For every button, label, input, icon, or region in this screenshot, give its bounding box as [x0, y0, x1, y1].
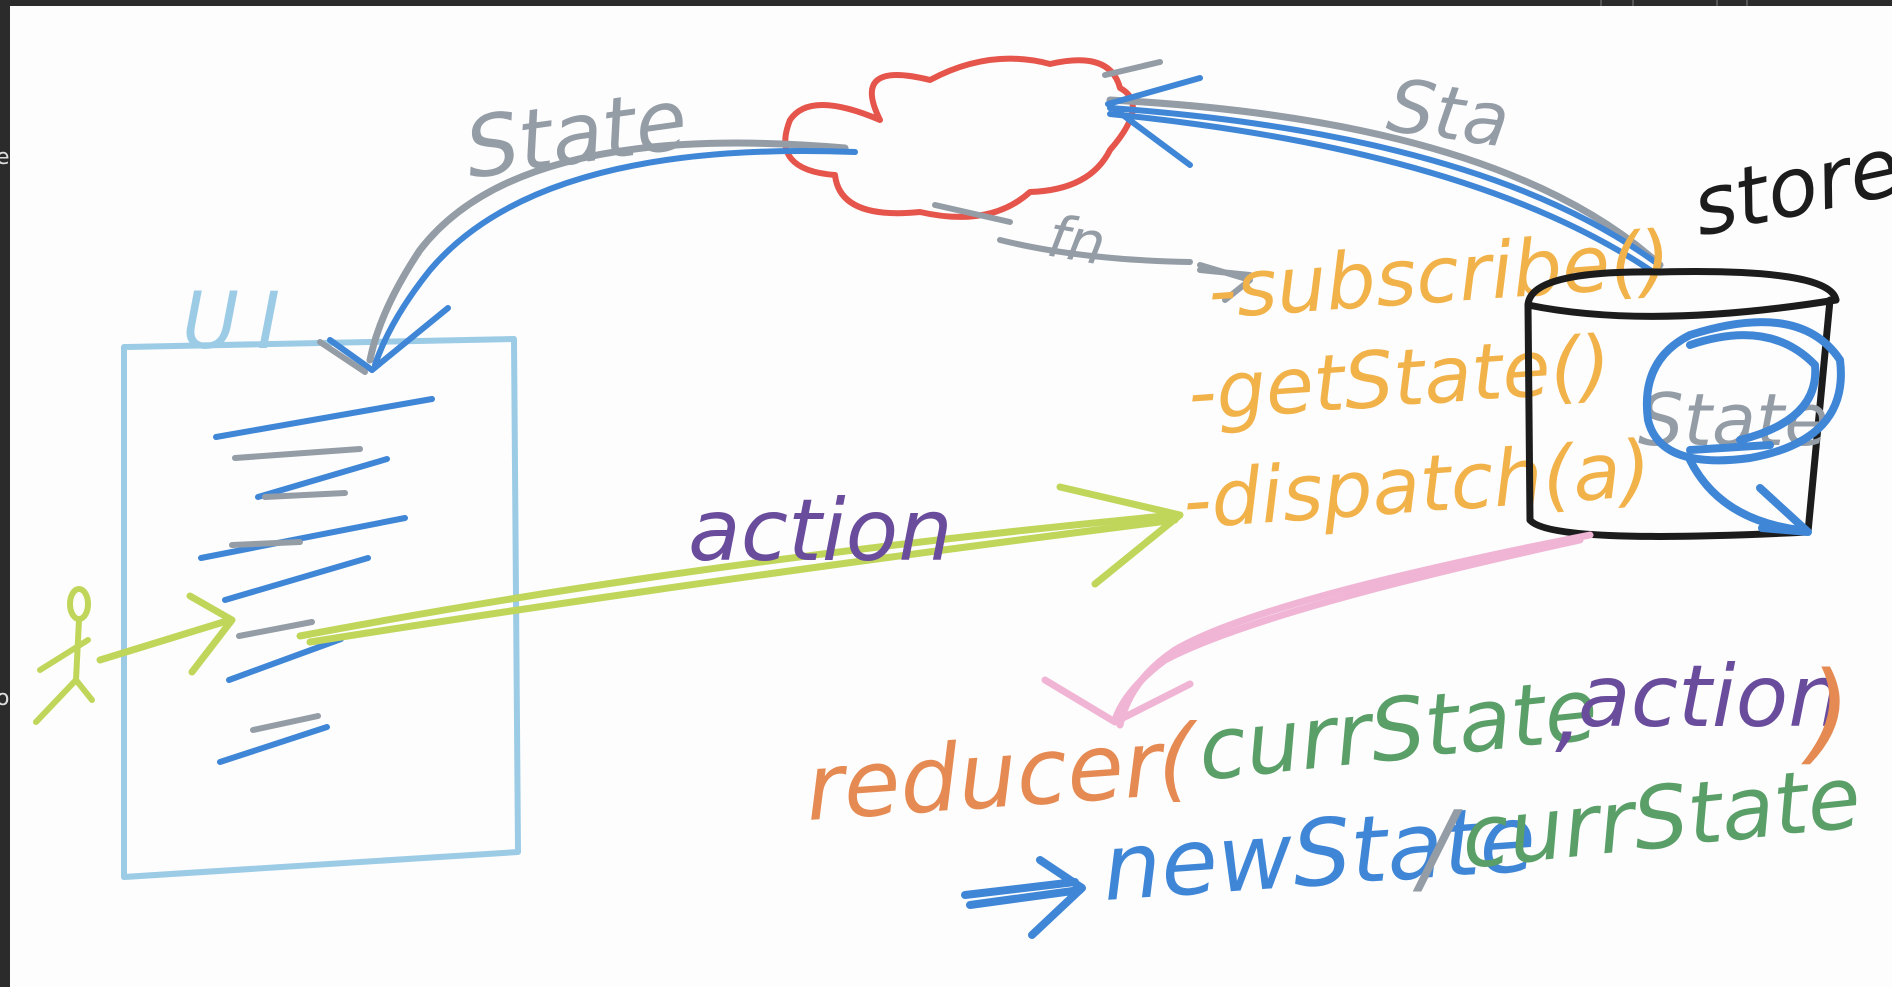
reducer-close-paren: ) — [1801, 648, 1851, 776]
reducer-name: reducer — [802, 710, 1170, 842]
subscribe-arrow — [932, 202, 1253, 303]
person-icon — [33, 586, 95, 725]
action-arrow — [96, 483, 1184, 676]
left-panel-edge: e o — [0, 0, 10, 987]
getstate-label: -getState() — [1185, 320, 1614, 439]
database-icon — [1524, 268, 1840, 540]
reducer-comma: , — [1555, 663, 1582, 763]
state-arrow-to-ui — [317, 139, 858, 375]
dispatch-label: -dispatch(a) — [1180, 424, 1654, 546]
ui-label: UI — [182, 277, 298, 367]
action-label: action — [688, 481, 953, 581]
dispatch-to-reducer-arrow — [1041, 531, 1594, 729]
store-label: store — [1684, 119, 1892, 255]
state-label-left: State — [459, 70, 693, 198]
edge-glyph: e — [0, 145, 10, 170]
scribble-label: fn — [1043, 202, 1111, 279]
reducer-open-paren: ( — [1158, 705, 1198, 812]
result-arrow — [961, 856, 1086, 939]
cloud-icon — [782, 55, 1136, 220]
result-currstate: currState — [1457, 748, 1865, 889]
reducer-arg-action: action — [1578, 647, 1843, 747]
state-label-right: Sta — [1382, 63, 1514, 165]
state-arrow-to-cloud — [1102, 59, 1664, 273]
store-state-circle — [1643, 318, 1845, 536]
edge-glyph-2: o — [0, 686, 10, 711]
